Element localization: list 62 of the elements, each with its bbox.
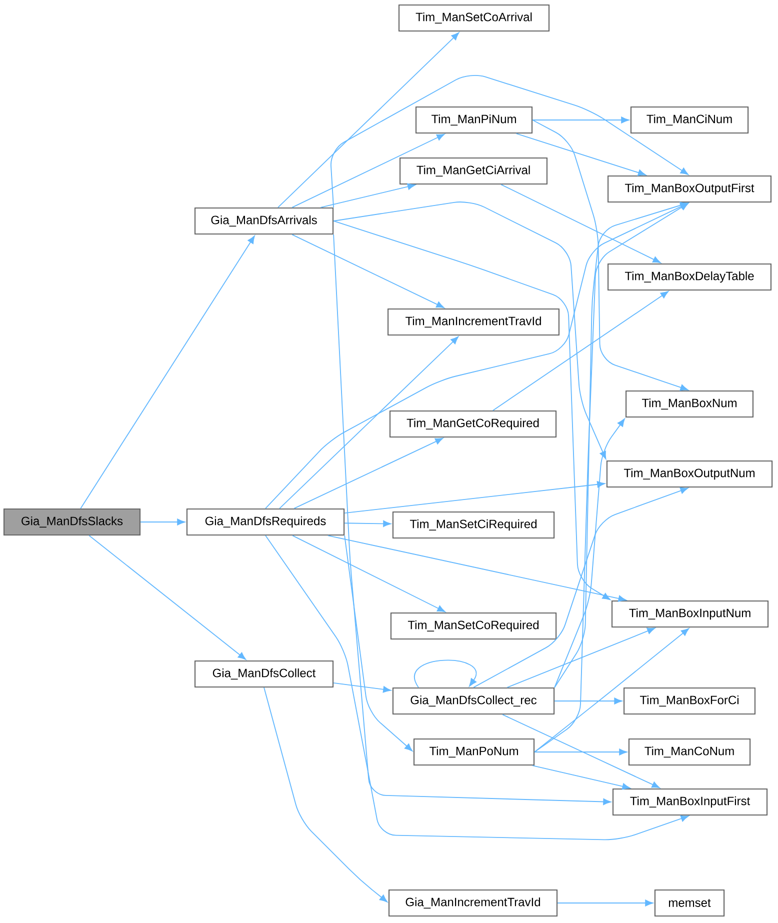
arrow <box>532 120 688 391</box>
arrow <box>554 698 622 704</box>
function-box: Tim_ManPiNum <box>415 106 533 134</box>
arrow <box>294 438 444 509</box>
arrow <box>278 32 460 208</box>
function-box: Tim_ManGetCoRequired <box>389 410 557 438</box>
arrow <box>292 535 446 612</box>
function-box: Tim_ManSetCiRequired <box>392 511 555 539</box>
function-box: Tim_ManPoNum <box>413 738 535 766</box>
arrow <box>327 535 626 602</box>
arrow <box>502 714 660 788</box>
function-box: Tim_ManBoxNum <box>626 390 754 418</box>
arrow <box>344 535 413 752</box>
arrow <box>532 765 630 790</box>
arrow <box>333 202 606 460</box>
arrow <box>88 535 246 660</box>
arrow <box>333 234 612 806</box>
arrow <box>344 481 606 514</box>
function-box: memset <box>654 889 725 917</box>
function-box: Tim_ManSetCoArrival <box>398 4 550 32</box>
arrow <box>292 234 444 308</box>
arrow <box>333 682 392 693</box>
arrow <box>279 336 459 509</box>
arrow <box>516 133 646 176</box>
arrow <box>330 74 688 208</box>
function-box: Tim_ManGetCiArrival <box>400 157 548 185</box>
arrow <box>140 518 186 526</box>
function-box: Tim_ManCoNum <box>628 738 751 766</box>
function-box: Gia_ManIncrementTravId <box>388 889 558 917</box>
arrow <box>414 660 477 688</box>
arrow <box>320 183 416 208</box>
arrow <box>265 535 689 840</box>
arrow <box>80 236 255 509</box>
function-box: Gia_ManDfsSlacks <box>3 508 141 536</box>
arrow <box>492 291 669 411</box>
function-box: Gia_ManDfsCollect_rec <box>392 687 555 715</box>
arrow <box>554 418 625 688</box>
function-box: Tim_ManBoxInputFirst <box>612 788 768 816</box>
function-box: Tim_ManIncrementTravId <box>388 308 560 336</box>
arrow <box>554 202 688 688</box>
function-box: Tim_ManCiNum <box>630 106 749 134</box>
function-box: Tim_ManBoxOutputNum <box>606 460 773 488</box>
arrow <box>506 628 656 688</box>
arrow <box>534 628 690 752</box>
arrow <box>532 116 630 124</box>
function-box: Tim_ManSetCoRequired <box>390 612 557 640</box>
arrow <box>292 134 445 208</box>
function-box: Tim_ManBoxInputNum <box>611 600 769 628</box>
arrow <box>500 184 661 264</box>
function-box: Tim_ManBoxDelayTable <box>608 263 772 291</box>
function-box: Gia_ManDfsArrivals <box>194 207 334 235</box>
arrow <box>344 520 392 527</box>
arrow <box>473 487 688 688</box>
arrow <box>557 900 654 906</box>
arrow <box>264 687 388 902</box>
function-box: Tim_ManBoxOutputFirst <box>608 175 772 203</box>
function-box: Tim_ManBoxForCi <box>624 687 756 715</box>
function-box: Gia_ManDfsRequireds <box>186 508 345 536</box>
arrow <box>534 203 688 752</box>
arrow <box>333 220 610 600</box>
arrow <box>534 748 628 756</box>
function-box: Gia_ManDfsCollect <box>194 660 334 688</box>
